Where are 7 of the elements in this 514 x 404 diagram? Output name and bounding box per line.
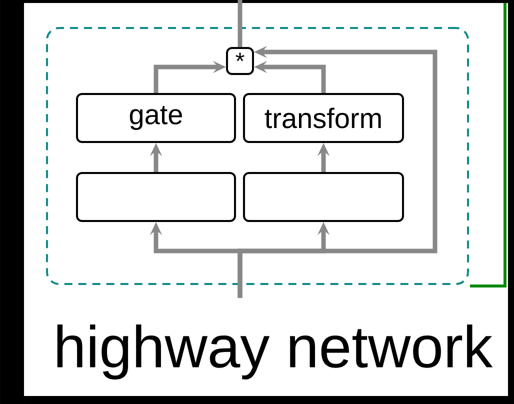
- process-box: transform: [243, 93, 404, 143]
- process-box: [76, 172, 236, 222]
- operator-box: *: [226, 47, 254, 75]
- dashed-box: [46, 27, 469, 285]
- process-box: [243, 172, 404, 222]
- process-box: gate: [76, 93, 236, 143]
- caption: highway network: [57, 324, 493, 380]
